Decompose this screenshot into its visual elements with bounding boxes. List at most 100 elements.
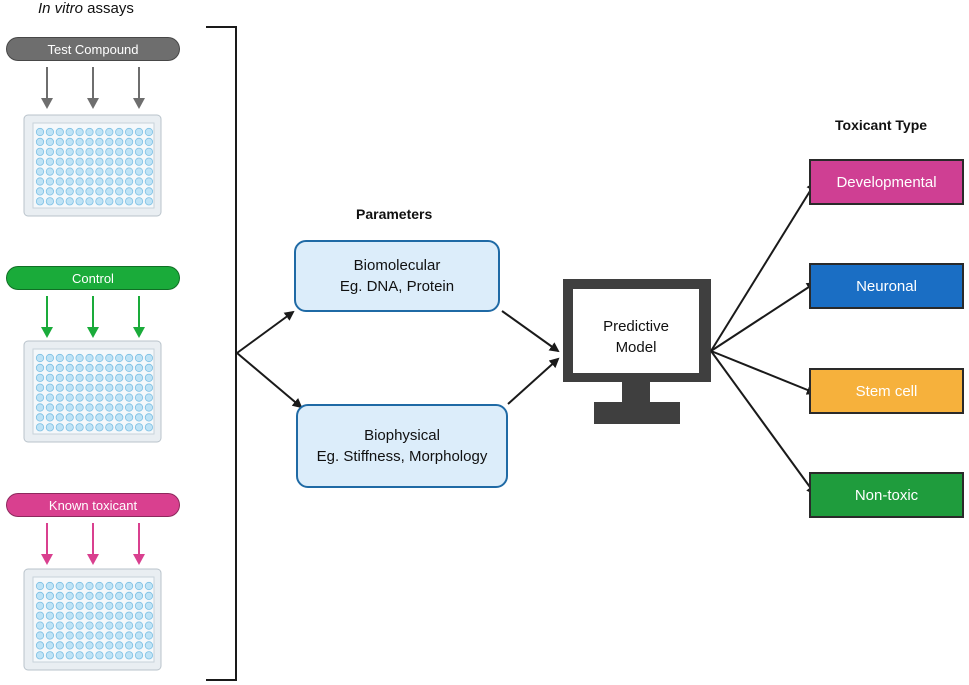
well xyxy=(105,641,114,650)
well xyxy=(45,177,55,186)
well xyxy=(85,403,94,412)
well xyxy=(144,393,153,402)
well xyxy=(115,147,124,156)
well xyxy=(115,581,124,591)
well xyxy=(55,413,64,422)
well xyxy=(125,147,134,156)
well xyxy=(134,403,144,412)
well xyxy=(95,611,104,620)
well xyxy=(125,631,134,640)
well xyxy=(65,413,74,422)
well xyxy=(144,147,153,156)
well xyxy=(115,631,124,640)
well xyxy=(134,601,144,610)
well xyxy=(144,167,153,176)
well xyxy=(144,591,153,601)
well xyxy=(134,353,144,363)
well xyxy=(35,621,45,630)
well xyxy=(85,581,94,591)
well xyxy=(144,611,153,620)
well xyxy=(55,363,64,372)
well xyxy=(75,137,84,146)
well xyxy=(35,373,45,382)
well xyxy=(55,641,64,650)
well xyxy=(85,383,94,392)
well xyxy=(75,187,84,196)
well xyxy=(95,393,104,402)
well xyxy=(95,363,104,372)
well xyxy=(55,383,64,392)
well xyxy=(45,403,55,412)
well xyxy=(115,187,124,196)
well xyxy=(125,177,134,186)
well xyxy=(55,631,64,640)
well xyxy=(125,197,134,206)
well xyxy=(115,611,124,620)
well xyxy=(55,167,64,176)
assay-arrow-head xyxy=(87,554,99,565)
well xyxy=(105,147,114,156)
parameters-header: Parameters xyxy=(356,206,433,222)
well xyxy=(134,611,144,620)
well xyxy=(105,373,114,382)
well xyxy=(115,353,124,363)
well xyxy=(134,591,144,601)
well xyxy=(105,393,114,402)
well xyxy=(144,363,153,372)
well xyxy=(35,353,45,363)
well xyxy=(85,137,94,146)
well xyxy=(125,611,134,620)
well xyxy=(85,611,94,620)
well xyxy=(115,383,124,392)
well xyxy=(134,373,144,382)
well xyxy=(75,127,84,137)
biomolecular-box: Biomolecular Eg. DNA, Protein xyxy=(294,240,500,312)
well xyxy=(95,383,104,392)
well xyxy=(85,127,94,137)
well xyxy=(35,601,45,610)
well xyxy=(115,373,124,382)
well xyxy=(134,651,144,660)
well xyxy=(134,363,144,372)
well xyxy=(125,423,134,432)
well xyxy=(144,373,153,382)
well xyxy=(35,137,45,146)
well xyxy=(55,353,64,363)
well xyxy=(144,581,153,591)
well xyxy=(144,423,153,432)
well xyxy=(55,157,64,166)
well xyxy=(125,641,134,650)
arrow-to-stem-cell xyxy=(710,350,817,395)
well xyxy=(75,581,84,591)
well xyxy=(75,631,84,640)
well xyxy=(134,187,144,196)
well-plate-icon xyxy=(23,340,162,443)
well-plate-icon xyxy=(23,114,162,217)
well xyxy=(35,157,45,166)
stem-cell-box: Stem cell xyxy=(809,368,964,414)
assay-arrow-head xyxy=(87,327,99,338)
well xyxy=(45,631,55,640)
well xyxy=(105,187,114,196)
well xyxy=(35,383,45,392)
well xyxy=(144,353,153,363)
well xyxy=(45,137,55,146)
well xyxy=(65,137,74,146)
well xyxy=(125,157,134,166)
well xyxy=(125,621,134,630)
well xyxy=(95,167,104,176)
well xyxy=(45,393,55,402)
well xyxy=(45,383,55,392)
well xyxy=(55,187,64,196)
well xyxy=(134,177,144,186)
well xyxy=(125,591,134,601)
well xyxy=(105,383,114,392)
well xyxy=(65,383,74,392)
well xyxy=(105,127,114,137)
well xyxy=(105,413,114,422)
well xyxy=(65,393,74,402)
well xyxy=(35,591,45,601)
well xyxy=(65,373,74,382)
biomolecular-title: Biomolecular xyxy=(353,257,441,274)
well xyxy=(125,651,134,660)
